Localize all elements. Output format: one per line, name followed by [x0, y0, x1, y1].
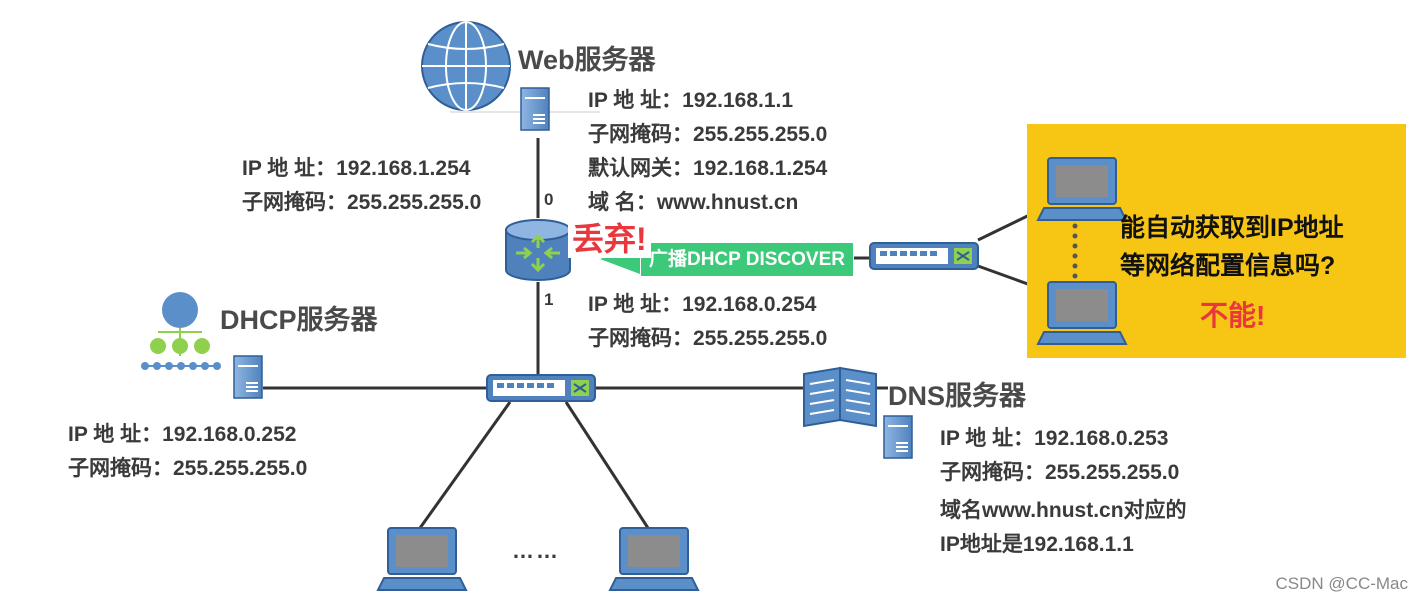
- dns-server-title: DNS服务器: [888, 381, 1027, 411]
- web-server-mask: 子网掩码：255.255.255.0: [588, 123, 828, 146]
- link-switch-host-right: [564, 401, 650, 529]
- question-answer: 不能!: [1200, 300, 1266, 331]
- router-icon: [505, 219, 571, 281]
- drop-label: 丢弃!: [568, 220, 651, 258]
- dns-server[interactable]: [803, 366, 913, 459]
- web-server-gateway: 默认网关：192.168.1.254: [588, 157, 828, 180]
- router-port1-mask: 子网掩码：255.255.255.0: [588, 327, 828, 350]
- web-server-domain: 域 名：www.hnust.cn: [588, 191, 799, 214]
- vertical-dots: [1072, 223, 1078, 279]
- question-line2: 等网络配置信息吗?: [1120, 252, 1336, 280]
- web-server-ip: IP 地 址：192.168.1.1: [588, 89, 794, 112]
- router-port0-mask: 子网掩码：255.255.255.0: [242, 191, 482, 214]
- router-port1-label: 1: [544, 290, 554, 309]
- hosts-ellipsis: ……: [512, 538, 560, 563]
- dns-server-mask: 子网掩码：255.255.255.0: [940, 461, 1180, 484]
- web-server[interactable]: [421, 21, 600, 131]
- dhcp-server-ip: IP 地 址：192.168.0.252: [68, 423, 297, 446]
- dhcp-server-mask: 子网掩码：255.255.255.0: [68, 457, 308, 480]
- dns-server-ip: IP 地 址：192.168.0.253: [940, 427, 1169, 450]
- broadcast-banner: 广播DHCP DISCOVER: [640, 242, 854, 277]
- dhcp-server[interactable]: [141, 292, 263, 399]
- laptop-icon[interactable]: [1037, 281, 1127, 345]
- router[interactable]: [505, 219, 571, 281]
- dns-note-line2: IP地址是192.168.1.1: [940, 533, 1134, 556]
- question-line1: 能自动获取到IP地址: [1120, 214, 1344, 242]
- dhcp-server-title: DHCP服务器: [220, 305, 378, 335]
- globe-icon: [421, 21, 511, 111]
- router-port1-ip: IP 地 址：192.168.0.254: [588, 293, 817, 316]
- book-icon: [803, 366, 877, 428]
- router-port0-label: 0: [544, 190, 554, 209]
- dhcp-hierarchy-icon: [141, 292, 221, 370]
- web-server-title: Web服务器: [518, 45, 656, 75]
- link-switch-host-left: [418, 401, 512, 529]
- laptop-icon[interactable]: [1037, 157, 1127, 221]
- router-port0-ip: IP 地 址：192.168.1.254: [242, 157, 471, 180]
- dns-note-line1: 域名www.hnust.cn对应的: [940, 499, 1187, 522]
- watermark: CSDN @CC-Mac: [1275, 574, 1408, 593]
